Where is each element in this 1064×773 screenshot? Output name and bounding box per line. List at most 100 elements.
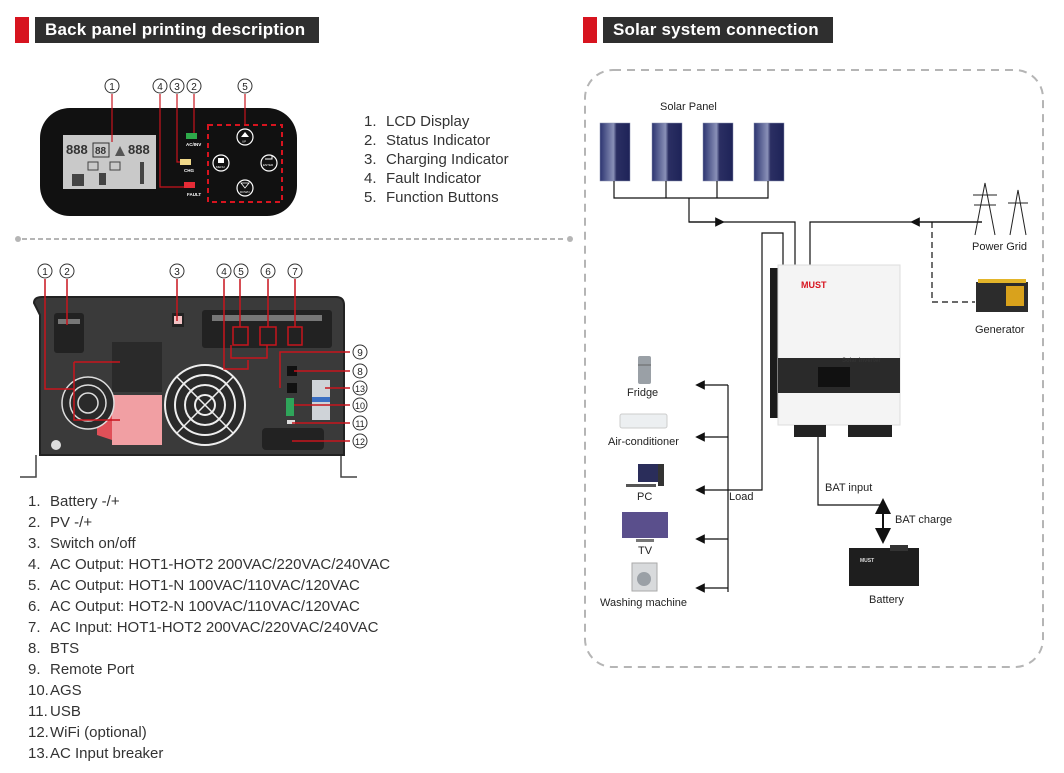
legend-item: 13.AC Input breaker [28, 745, 164, 762]
callout-13: 13 [352, 380, 368, 396]
legend-item: 10.AGS [28, 682, 82, 699]
legend-item: 12.WiFi (optional) [28, 724, 147, 741]
generator-icon [976, 279, 1028, 312]
svg-text:5: 5 [238, 267, 244, 278]
lcd-warning-icon [115, 146, 125, 156]
solar-panel-icon [599, 122, 631, 182]
lcd-digits-input: 888 [66, 142, 88, 157]
solar-panel-icon [753, 122, 785, 182]
pc-icon [626, 464, 664, 487]
callout-1: 1 [37, 263, 53, 279]
battery-terminal-positive [112, 395, 162, 445]
header-accent [15, 17, 29, 43]
bat-input-label: BAT input [825, 482, 873, 494]
legend-item: 5.Function Buttons [364, 189, 499, 206]
callout-3: 3 [169, 263, 185, 279]
enter-arrow-icon [265, 156, 273, 160]
lcd-load-icon [140, 162, 144, 184]
power-grid-icon [973, 182, 1028, 236]
svg-text:DOWN: DOWN [240, 190, 250, 194]
large-fan-icon [164, 364, 246, 446]
svg-text:3: 3 [174, 267, 180, 278]
fridge-icon [638, 356, 651, 384]
svg-text:ENTER: ENTER [263, 163, 274, 167]
menu-grid-icon [218, 158, 224, 163]
svg-text:13: 13 [355, 384, 365, 394]
front-panel-legend: 1.LCD Display 2.Status Indicator 3.Charg… [364, 112, 509, 207]
remote-port [287, 383, 297, 393]
svg-text:4: 4 [221, 267, 227, 278]
ags-port [286, 398, 294, 416]
svg-text:4: 4 [157, 82, 163, 93]
legend-item: 5.AC Output: HOT1-N 100VAC/110VAC/120VAC [28, 577, 360, 594]
menu-button[interactable]: MENU [212, 154, 230, 172]
callout-8: 8 [352, 363, 368, 379]
up-button[interactable]: UP [236, 128, 254, 146]
small-fan-icon [61, 376, 115, 430]
usb-port [287, 420, 295, 424]
section-divider [15, 236, 573, 242]
svg-text:12: 12 [355, 437, 365, 447]
callout-11: 11 [352, 415, 368, 431]
svg-text:3: 3 [174, 82, 180, 93]
status-led [186, 133, 197, 139]
legend-item: 4.Fault Indicator [364, 170, 482, 187]
wiring [613, 181, 982, 593]
svg-text:1: 1 [42, 267, 48, 278]
legend-item: 8.BTS [28, 640, 80, 657]
svg-text:2: 2 [64, 267, 70, 278]
legend-item: 4.AC Output: HOT1-HOT2 200VAC/220VAC/240… [28, 556, 391, 573]
battery-label: Battery [869, 594, 904, 606]
callout-7: 7 [287, 263, 303, 279]
legend-item: 2.Status Indicator [364, 132, 491, 149]
lcd-battery-icon [99, 173, 106, 185]
callout-lines [44, 279, 350, 442]
up-arrow-icon [241, 132, 249, 137]
charging-led [180, 159, 191, 165]
callout-2: 2 [186, 78, 202, 94]
solar-connection-title: Solar system connection [603, 17, 833, 43]
battery-terminal-cover [112, 342, 162, 392]
svg-text:8: 8 [357, 367, 363, 378]
tv-label: TV [638, 545, 653, 557]
air-conditioner-icon [619, 413, 668, 429]
lcd-digits-output: 888 [128, 142, 150, 157]
bat-charge-label: BAT charge [895, 514, 953, 526]
callout-4: 4 [152, 78, 168, 94]
svg-text:9: 9 [357, 348, 363, 359]
svg-text:UP: UP [242, 140, 246, 144]
legend-item: 9.Remote Port [28, 661, 135, 678]
solar-panel-label: Solar Panel [660, 101, 717, 113]
generator-wiring [931, 222, 975, 303]
lcd-solar-icon [72, 174, 84, 186]
left-foot [20, 455, 37, 478]
enter-button[interactable]: ENTER [260, 154, 278, 172]
legend-item: 1.LCD Display [364, 113, 470, 130]
front-panel-diagram: 888 88 888 AC/INV CHG FAULT UP MENU ENTE… [40, 78, 297, 216]
charging-led-label: CHG [184, 168, 194, 173]
washing-machine-icon [631, 562, 658, 592]
fault-led [184, 182, 195, 188]
callout-2: 2 [59, 263, 75, 279]
svg-text:6: 6 [265, 267, 271, 278]
header-accent [583, 17, 597, 43]
lcd-dc-icon [87, 161, 99, 171]
callout-5: 5 [233, 263, 249, 279]
solar-inverter-image: MUST Solar Inverter [770, 264, 901, 437]
svg-text:10: 10 [355, 401, 365, 411]
callout-6: 6 [260, 263, 276, 279]
legend-item: 2.PV -/+ [28, 514, 93, 531]
callout-1: 1 [104, 78, 120, 94]
lcd-ac-icon [109, 161, 121, 171]
legend-item: 3.Switch on/off [28, 535, 136, 552]
legend-item: 6.AC Output: HOT2-N 100VAC/110VAC/120VAC [28, 598, 360, 615]
system-boundary [584, 69, 1044, 668]
svg-text:MUST: MUST [860, 558, 874, 564]
callout-lines [111, 94, 246, 188]
solar-panel-icon [651, 122, 683, 182]
back-panel-legend: 1.Battery -/+ 2.PV -/+ 3.Switch on/off 4… [28, 491, 390, 764]
back-panel-title: Back panel printing description [35, 17, 320, 43]
down-button[interactable]: DOWN [236, 179, 254, 197]
svg-text:1: 1 [109, 82, 115, 93]
pc-label: PC [637, 491, 653, 503]
